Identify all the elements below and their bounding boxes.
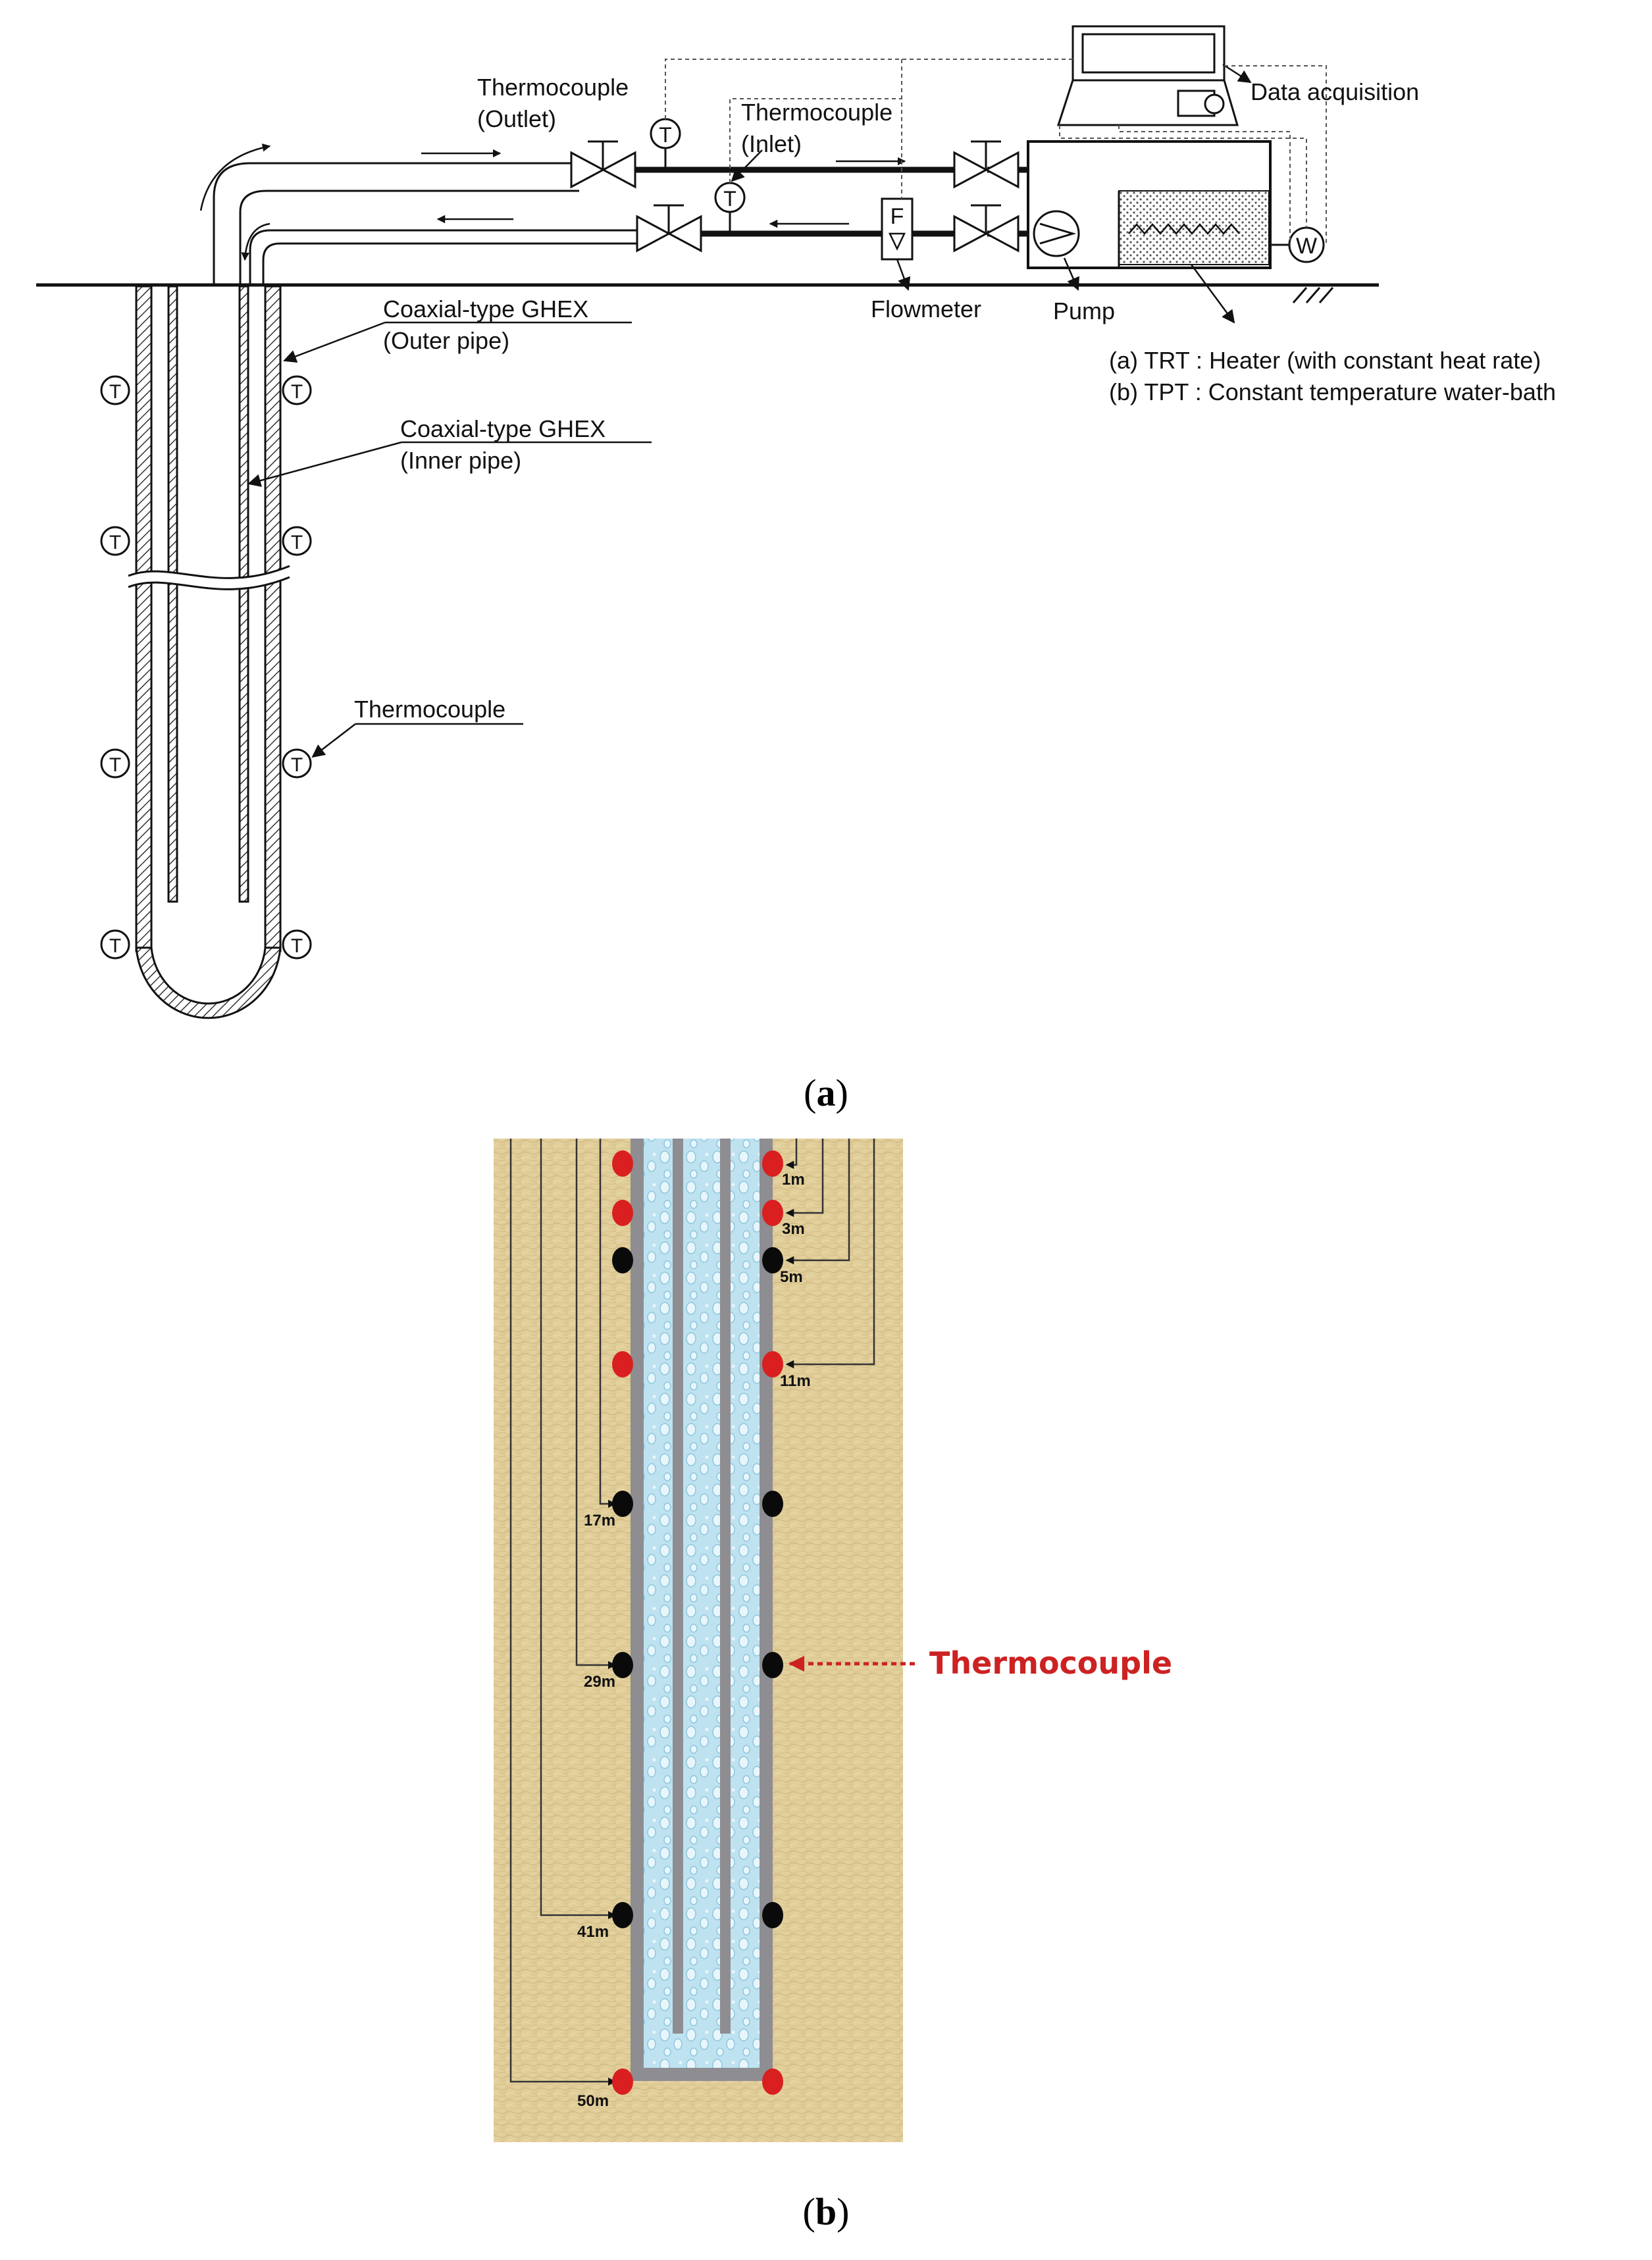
panel-a: T T F W bbox=[36, 25, 1556, 1114]
thermocouple-label: Thermocouple bbox=[354, 696, 505, 723]
water-fill bbox=[644, 1139, 760, 2073]
valve-icon bbox=[953, 204, 1020, 253]
pump-tank-unit bbox=[1027, 140, 1272, 324]
depth-label-29m: 29m bbox=[584, 1673, 615, 1691]
depth-label-5m: 5m bbox=[780, 1268, 803, 1286]
depth-label-1m: 1m bbox=[782, 1171, 805, 1189]
valve-icon bbox=[953, 140, 1020, 189]
thermocouple-icon: T bbox=[282, 375, 312, 405]
panel-b: 1m 3m 5m 11m 17m 29m 41m 50m Thermocoupl… bbox=[494, 1139, 1172, 2233]
pump-icon bbox=[1033, 210, 1080, 257]
valve-icon bbox=[570, 140, 636, 189]
thermocouple-inlet-icon: T bbox=[714, 182, 746, 234]
inner-pipe-label: Coaxial-type GHEX bbox=[400, 415, 606, 442]
thermocouple-callout-label: Thermocouple bbox=[929, 1645, 1172, 1681]
sensor-41m-right bbox=[762, 1902, 783, 1928]
heater-coil-icon bbox=[1128, 223, 1240, 235]
water-bath bbox=[1118, 190, 1270, 265]
sensor-1m-right bbox=[762, 1150, 783, 1177]
sensor-5m-right bbox=[762, 1247, 783, 1273]
depth-label-50m: 50m bbox=[577, 2092, 609, 2110]
outer-pipe-bottom bbox=[135, 946, 282, 1019]
thermocouple-icon: T bbox=[282, 929, 312, 960]
thermocouple-icon: T bbox=[282, 748, 312, 779]
outer-pipe-bottom bbox=[631, 2068, 773, 2081]
inner-pipe-right-wall bbox=[238, 285, 249, 903]
svg-text:T: T bbox=[109, 935, 121, 957]
outer-pipe-label: Coaxial-type GHEX bbox=[383, 295, 588, 322]
thermocouple-inlet-label: Thermocouple bbox=[741, 99, 892, 126]
caption-b: (b) bbox=[803, 2190, 850, 2233]
depth-leaders-left bbox=[509, 1139, 617, 2086]
coaxial-ghex bbox=[128, 285, 290, 1019]
svg-text:T: T bbox=[291, 935, 303, 957]
svg-text:T: T bbox=[659, 123, 672, 147]
thermocouple-icon: T bbox=[282, 526, 312, 556]
sensor-3m-right bbox=[762, 1200, 783, 1226]
ground-hatch-icon bbox=[1292, 287, 1334, 303]
pump-label: Pump bbox=[1053, 297, 1115, 324]
outer-pipe-right-wall bbox=[264, 285, 282, 952]
sensor-17m-right bbox=[762, 1491, 783, 1517]
svg-text:T: T bbox=[291, 381, 303, 403]
leader-lines bbox=[247, 149, 763, 758]
wattmeter-icon: W bbox=[1270, 226, 1325, 263]
sensor-5m-left bbox=[612, 1247, 633, 1273]
sensor-50m-right bbox=[762, 2068, 783, 2095]
depth-leaders-right bbox=[785, 1139, 875, 1369]
thermocouple-outlet-icon: T bbox=[650, 118, 681, 170]
svg-text:W: W bbox=[1296, 234, 1317, 259]
sensor-11m-left bbox=[612, 1351, 633, 1377]
flowmeter-icon: F bbox=[881, 197, 914, 291]
note-tpt: (b) TPT : Constant temperature water-bat… bbox=[1109, 378, 1556, 405]
thermocouple-outlet-label: Thermocouple bbox=[477, 74, 629, 101]
thermocouple-icon: T bbox=[100, 929, 130, 960]
svg-text:T: T bbox=[723, 187, 736, 211]
note-trt: (a) TRT : Heater (with constant heat rat… bbox=[1109, 347, 1541, 374]
sensor-11m-right bbox=[762, 1351, 783, 1377]
outer-pipe-right bbox=[760, 1139, 773, 2081]
thermocouple-icon: T bbox=[100, 748, 130, 779]
depth-label-17m: 17m bbox=[584, 1512, 615, 1529]
svg-text:T: T bbox=[109, 381, 121, 403]
svg-text:T: T bbox=[291, 532, 303, 553]
svg-text:T: T bbox=[109, 532, 121, 553]
laptop-icon bbox=[1056, 25, 1239, 126]
sensor-29m-left bbox=[612, 1652, 633, 1678]
caption-a: (a) bbox=[804, 1071, 848, 1114]
sensor-29m-right bbox=[762, 1652, 783, 1678]
svg-text:F: F bbox=[891, 204, 904, 229]
svg-text:T: T bbox=[291, 754, 303, 776]
thermocouple-inlet-sub: (Inlet) bbox=[741, 130, 802, 157]
thermocouple-icon: T bbox=[100, 375, 130, 405]
data-acquisition-label: Data acquisition bbox=[1251, 78, 1419, 105]
sensor-1m-left bbox=[612, 1150, 633, 1177]
signal-lines bbox=[665, 59, 1327, 245]
valve-icon bbox=[636, 204, 702, 253]
sensor-17m-left bbox=[612, 1491, 633, 1517]
sensor-3m-left bbox=[612, 1200, 633, 1226]
thermocouple-icon: T bbox=[100, 526, 130, 556]
outer-pipe-left bbox=[631, 1139, 644, 2081]
svg-text:T: T bbox=[109, 754, 121, 776]
flowmeter-label: Flowmeter bbox=[871, 295, 981, 322]
inner-pipe-left bbox=[673, 1139, 683, 2034]
outer-pipe-left-wall bbox=[135, 285, 153, 952]
borehole-sensors: T T T T T T T T bbox=[100, 375, 312, 960]
inner-pipe-left-wall bbox=[167, 285, 178, 903]
outer-pipe-sub: (Outer pipe) bbox=[383, 327, 509, 354]
inner-pipe-right bbox=[720, 1139, 731, 2034]
inner-pipe-sub: (Inner pipe) bbox=[400, 447, 521, 474]
depth-label-41m: 41m bbox=[577, 1923, 609, 1941]
sensor-50m-left bbox=[612, 2068, 633, 2095]
depth-label-11m: 11m bbox=[780, 1372, 811, 1390]
depth-label-3m: 3m bbox=[782, 1220, 805, 1238]
sensor-41m-left bbox=[612, 1902, 633, 1928]
sensor-dots bbox=[612, 1150, 783, 2095]
thermocouple-outlet-sub: (Outlet) bbox=[477, 105, 556, 132]
